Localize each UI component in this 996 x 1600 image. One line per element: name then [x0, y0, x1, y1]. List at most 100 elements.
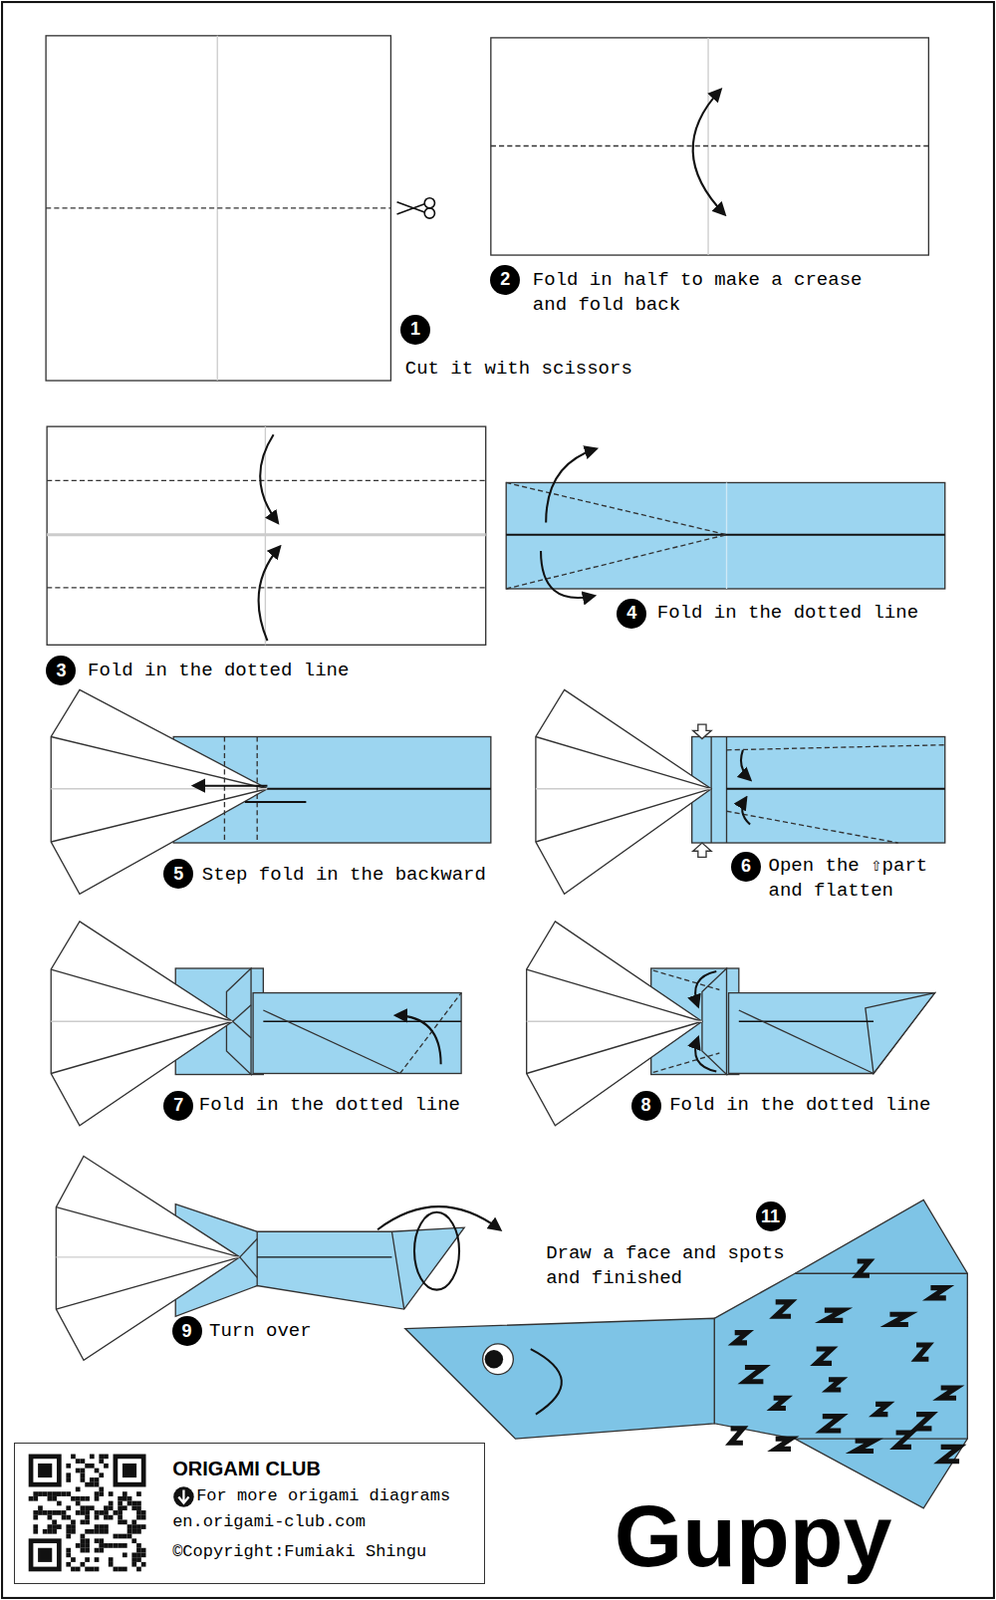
fold-rect: [98, 1542, 104, 1548]
fold-rect: [94, 1477, 100, 1483]
fold-rect: [51, 1528, 57, 1534]
fold-g: [45, 35, 435, 381]
step-number: 9: [172, 1315, 203, 1346]
fold-rect: [32, 1509, 38, 1515]
fold-line: [245, 800, 306, 803]
fold-rect: [98, 1509, 104, 1515]
fold-rect: [122, 1551, 128, 1557]
fold-line: [240, 1256, 257, 1277]
fold-rect: [141, 1514, 147, 1520]
step-instruction: Open the ⇧part and flatten: [768, 853, 955, 904]
fold-line: [710, 736, 712, 843]
fold-rect: [80, 1504, 86, 1510]
fold-rect: [98, 1458, 104, 1464]
fold-rect: [136, 1500, 142, 1506]
fold-g: [397, 198, 436, 219]
fold-rect: [80, 1477, 86, 1483]
fold-line: [55, 1256, 240, 1309]
fold-polygon: [729, 993, 936, 1074]
diagram-title: Guppy: [614, 1492, 893, 1580]
fold-g: [731, 1260, 961, 1462]
fold-rect: [136, 1491, 142, 1496]
fold-rect: [117, 1514, 123, 1520]
fold-rect: [56, 1491, 62, 1496]
fold-rect: [75, 1566, 81, 1572]
fold-rect: [94, 1482, 100, 1488]
fold-rect: [136, 1542, 142, 1548]
fold-rect: [136, 1509, 142, 1515]
fold-rect: [80, 1472, 86, 1478]
fold-rect: [117, 1518, 123, 1524]
fold-rect: [42, 1528, 48, 1534]
fold-path: [775, 1438, 791, 1449]
fold-rect: [94, 1566, 100, 1572]
fold-rect: [108, 1556, 114, 1562]
fold-line: [256, 1255, 392, 1257]
fold-rect: [117, 1509, 123, 1515]
fold-rect: [65, 1533, 71, 1539]
fold-rect: [65, 1472, 71, 1478]
fold-rect: [37, 1491, 43, 1496]
step-number: 11: [755, 1201, 786, 1232]
fold-rect: [122, 1491, 128, 1496]
fold-rect: [61, 1509, 67, 1515]
fold-circle: [173, 1486, 194, 1506]
fold-line: [55, 1255, 240, 1257]
fold-path: [941, 1387, 957, 1398]
fold-rect: [89, 1528, 95, 1534]
fold-line: [224, 736, 226, 843]
fold-path: [875, 1403, 888, 1414]
fold-rect: [65, 1528, 71, 1534]
fold-line: [526, 969, 703, 1021]
fold-line: [233, 1020, 251, 1037]
fold-rect: [94, 1537, 100, 1543]
fold-rect: [80, 1468, 86, 1474]
fold-rect: [127, 1495, 133, 1501]
fold-rect: [80, 1509, 86, 1515]
fold-path: [540, 550, 594, 598]
fold-rect: [136, 1566, 142, 1572]
fold-rect: [103, 1463, 109, 1469]
fold-rect: [65, 1561, 71, 1567]
fold-rect: [28, 1495, 34, 1501]
fold-line: [45, 207, 391, 209]
fold-polygon: [693, 724, 712, 739]
fold-rect: [70, 1495, 76, 1501]
fold-path: [775, 1301, 791, 1316]
fold-line: [400, 993, 462, 1074]
fold-rect: [37, 1547, 52, 1562]
fold-line: [50, 969, 233, 1021]
fold-rect: [98, 1487, 104, 1493]
fold-g: [505, 449, 946, 598]
club-name: ORIGAMI CLUB: [172, 1455, 477, 1482]
fold-line: [727, 787, 946, 790]
step-number: 4: [616, 598, 647, 629]
fold-path: [916, 1414, 932, 1429]
fold-circle: [424, 198, 435, 209]
fold-rect: [80, 1533, 86, 1539]
fold-rect: [84, 1556, 90, 1562]
fold-rect: [113, 1454, 147, 1488]
fold-line: [194, 784, 268, 787]
fold-rect: [89, 1477, 95, 1483]
fold-rect: [42, 1509, 48, 1515]
fold-rect: [47, 1514, 53, 1520]
fold-rect: [47, 1528, 53, 1534]
fold-line: [50, 787, 267, 789]
fold-circle: [424, 208, 435, 219]
fold-rect: [80, 1542, 86, 1548]
fold-rect: [51, 1491, 57, 1496]
fold-rect: [131, 1556, 137, 1562]
step-number: 5: [163, 858, 194, 889]
fold-rect: [117, 1504, 123, 1510]
fold-path: [855, 1440, 874, 1451]
fold-line: [397, 204, 426, 215]
fold-polygon: [865, 993, 936, 1074]
fold-line: [264, 426, 266, 645]
fold-rect: [70, 1556, 76, 1562]
fold-rect: [56, 1523, 62, 1529]
fold-line: [726, 736, 728, 843]
fold-rect: [80, 1561, 86, 1567]
fold-rect: [56, 1509, 62, 1515]
fold-path: [545, 449, 596, 523]
